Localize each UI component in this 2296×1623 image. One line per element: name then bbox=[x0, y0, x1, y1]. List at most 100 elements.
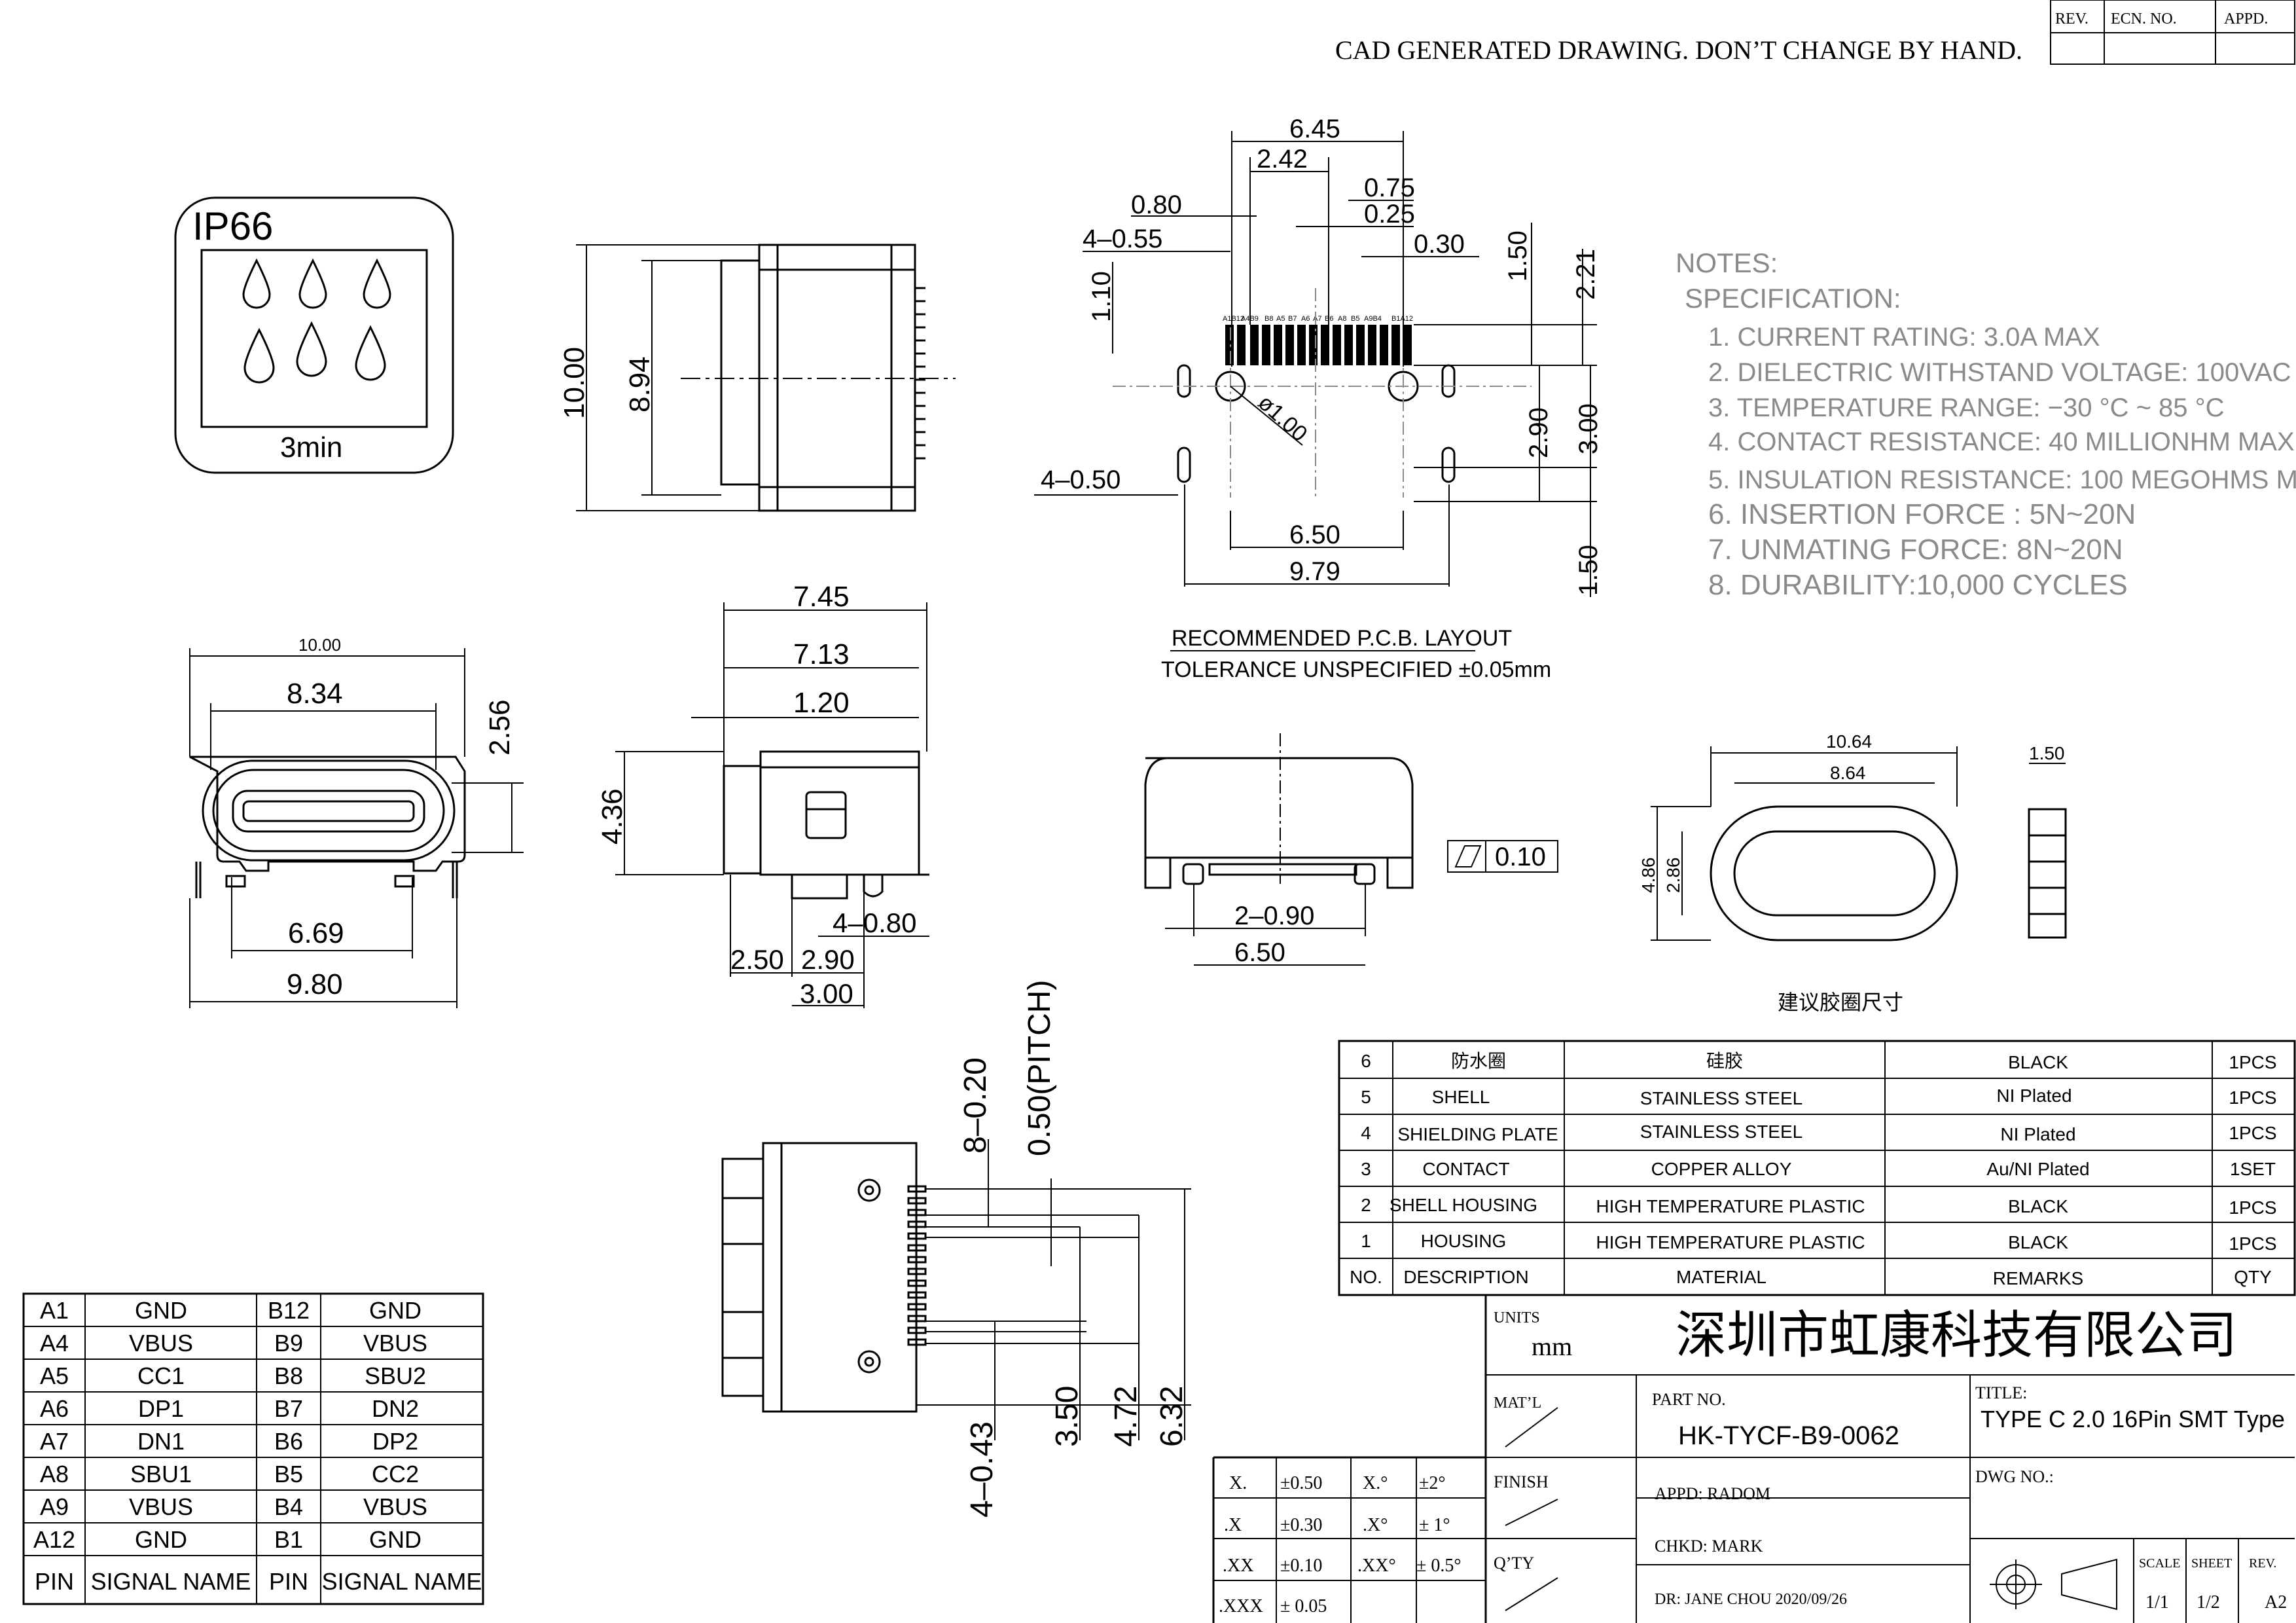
pin-cell: GND bbox=[135, 1526, 187, 1553]
pin-header: PIN bbox=[35, 1568, 74, 1595]
dim-pcb-total-width: 6.45 bbox=[1289, 115, 1340, 143]
cad-note: CAD GENERATED DRAWING. DON’T CHANGE BY H… bbox=[1335, 35, 2022, 65]
tolerance-cell: X.° bbox=[1363, 1473, 1388, 1493]
pin-cell: A4 bbox=[40, 1330, 69, 1357]
svg-text:A9B4: A9B4 bbox=[1364, 315, 1382, 323]
dim-ring-864: 8.64 bbox=[1830, 763, 1866, 783]
dim-top-350: 3.50 bbox=[1050, 1386, 1085, 1447]
checked-by: CHKD: MARK bbox=[1655, 1537, 1763, 1556]
bom-cell: 2 bbox=[1361, 1195, 1371, 1215]
dim-side2-713: 7.13 bbox=[793, 638, 850, 670]
tolerance-cell: ±2° bbox=[1419, 1473, 1446, 1493]
bom-cell: Au/NI Plated bbox=[1986, 1159, 2089, 1179]
bom-cell: SHELL bbox=[1432, 1087, 1490, 1107]
pin-header: SIGNAL NAME bbox=[322, 1568, 482, 1595]
pin-cell: A1 bbox=[40, 1297, 69, 1324]
dim-pcb-025: 0.25 bbox=[1364, 200, 1415, 228]
dim-pcb-030: 0.30 bbox=[1414, 230, 1465, 259]
bom-cell: 3 bbox=[1361, 1159, 1371, 1179]
dim-pcb-110: 1.10 bbox=[1087, 271, 1116, 322]
dim-front-669: 6.69 bbox=[288, 917, 344, 949]
bom-cell: 1SET bbox=[2230, 1159, 2276, 1179]
dim-side-height-outer: 10.00 bbox=[558, 347, 590, 419]
dim-side2-745: 7.45 bbox=[793, 581, 850, 613]
pin-cell: A7 bbox=[40, 1428, 69, 1455]
title-block: 深圳市虹康科技有限公司 UNITS mm MAT’L PART NO. HK-T… bbox=[1212, 1295, 2295, 1623]
approved-by: APPD: RADOM bbox=[1655, 1484, 1770, 1503]
rev-value: A2 bbox=[2265, 1592, 2287, 1613]
dim-back-flatness: 0.10 bbox=[1495, 843, 1546, 871]
pin-cell: SBU1 bbox=[130, 1461, 192, 1487]
svg-text:A6: A6 bbox=[1301, 315, 1310, 323]
tolerance-cell: ± 0.05 bbox=[1280, 1596, 1327, 1616]
pin-cell: B7 bbox=[274, 1395, 303, 1422]
material-label: MAT’L bbox=[1494, 1395, 1541, 1412]
dim-side2-290: 2.90 bbox=[801, 944, 855, 975]
dim-front-width-inner: 8.34 bbox=[287, 678, 343, 710]
dim-top-632: 6.32 bbox=[1155, 1386, 1189, 1447]
bom-cell: 4 bbox=[1361, 1123, 1371, 1143]
tolerance-cell: .XX° bbox=[1357, 1556, 1396, 1576]
bom-cell: 1PCS bbox=[2229, 1123, 2276, 1143]
pcb-caption-tolerance: TOLERANCE UNSPECIFIED ±0.05mm bbox=[1161, 657, 1551, 682]
tolerance-cell: X. bbox=[1229, 1473, 1247, 1493]
bom-cell: BLACK bbox=[2008, 1052, 2068, 1072]
dim-pcb-242: 2.42 bbox=[1257, 145, 1308, 173]
tolerance-cell: .XXX bbox=[1219, 1596, 1263, 1616]
svg-text:A5: A5 bbox=[1276, 315, 1285, 323]
front-view: 10.00 8.34 2.56 6.69 9.80 bbox=[189, 635, 524, 1008]
bom-header: QTY bbox=[2234, 1267, 2272, 1287]
bom-cell: 5 bbox=[1361, 1087, 1371, 1107]
projection-symbol-icon bbox=[1990, 1558, 2117, 1611]
dim-pcb-slot: 4–0.50 bbox=[1041, 465, 1121, 494]
pin-cell: B12 bbox=[268, 1297, 310, 1324]
dim-side2-300: 3.00 bbox=[800, 978, 853, 1009]
dim-top-472: 4.72 bbox=[1109, 1386, 1143, 1447]
part-number: HK-TYCF-B9-0062 bbox=[1678, 1421, 1899, 1450]
pin-cell: A12 bbox=[33, 1526, 75, 1553]
sheet-value: 1/2 bbox=[2197, 1592, 2220, 1613]
dim-pcb-080: 0.80 bbox=[1131, 191, 1182, 219]
dim-back-pitch: 2–0.90 bbox=[1234, 902, 1314, 930]
ip-duration: 3min bbox=[280, 431, 342, 464]
note-item: 6. INSERTION FORCE : 5N~20N bbox=[1708, 498, 2136, 530]
scale-value: 1/1 bbox=[2145, 1592, 2169, 1613]
dim-back-650: 6.50 bbox=[1234, 938, 1285, 967]
units-value: mm bbox=[1532, 1332, 1572, 1361]
dim-pcb-979: 9.79 bbox=[1289, 557, 1340, 586]
tolerance-cell: ± 1° bbox=[1419, 1515, 1450, 1535]
dim-ring-486: 4.86 bbox=[1638, 858, 1659, 894]
drawn-by: DR: JANE CHOU 2020/09/26 bbox=[1655, 1591, 1847, 1608]
scale-label: SCALE bbox=[2139, 1556, 2180, 1571]
bom-cell: NI Plated bbox=[2000, 1124, 2075, 1144]
pcb-slot bbox=[1177, 364, 1191, 398]
bom-cell: HIGH TEMPERATURE PLASTIC bbox=[1596, 1196, 1865, 1216]
note-item: 7. UNMATING FORCE: 8N~20N bbox=[1708, 534, 2123, 566]
pcb-caption-title: RECOMMENDED P.C.B. LAYOUT bbox=[1172, 626, 1512, 651]
svg-text:A7: A7 bbox=[1313, 315, 1321, 323]
pin-cell: A9 bbox=[40, 1493, 69, 1520]
dim-pcb-290: 2.90 bbox=[1524, 407, 1553, 458]
bom-cell: BLACK bbox=[2008, 1196, 2068, 1216]
pin-cell: B9 bbox=[274, 1330, 303, 1357]
pin-cell: A8 bbox=[40, 1461, 69, 1487]
seal-ring-caption: 建议胶圈尺寸 bbox=[1778, 991, 1903, 1014]
ip-rating-badge: IP66 3min bbox=[174, 196, 454, 474]
pin-cell: DP1 bbox=[138, 1395, 184, 1422]
pin-cell: A5 bbox=[40, 1362, 69, 1389]
bom-cell: 6 bbox=[1361, 1051, 1371, 1071]
pin-cell: DN2 bbox=[372, 1395, 419, 1422]
bom-cell: HOUSING bbox=[1421, 1231, 1507, 1251]
note-item: 1. CURRENT RATING: 3.0A MAX bbox=[1708, 323, 2100, 352]
pin-cell: VBUS bbox=[129, 1330, 193, 1357]
bom-cell: 1PCS bbox=[2229, 1052, 2276, 1072]
pin-cell: GND bbox=[135, 1297, 187, 1324]
tolerance-cell: .XX bbox=[1223, 1556, 1253, 1576]
pin-cell: B5 bbox=[274, 1461, 303, 1487]
side-view-profile: 7.45 7.13 1.20 4.36 4–0.80 2.50 2.90 3.0… bbox=[596, 581, 929, 1009]
note-item: 4. CONTACT RESISTANCE: 40 MILLIONHM MAX bbox=[1708, 428, 2295, 456]
tolerance-cell: ±0.10 bbox=[1280, 1556, 1322, 1576]
notes-title: NOTES: bbox=[1676, 247, 1778, 278]
pin-cell: B6 bbox=[274, 1428, 303, 1455]
bom-cell: 1PCS bbox=[2229, 1087, 2276, 1108]
